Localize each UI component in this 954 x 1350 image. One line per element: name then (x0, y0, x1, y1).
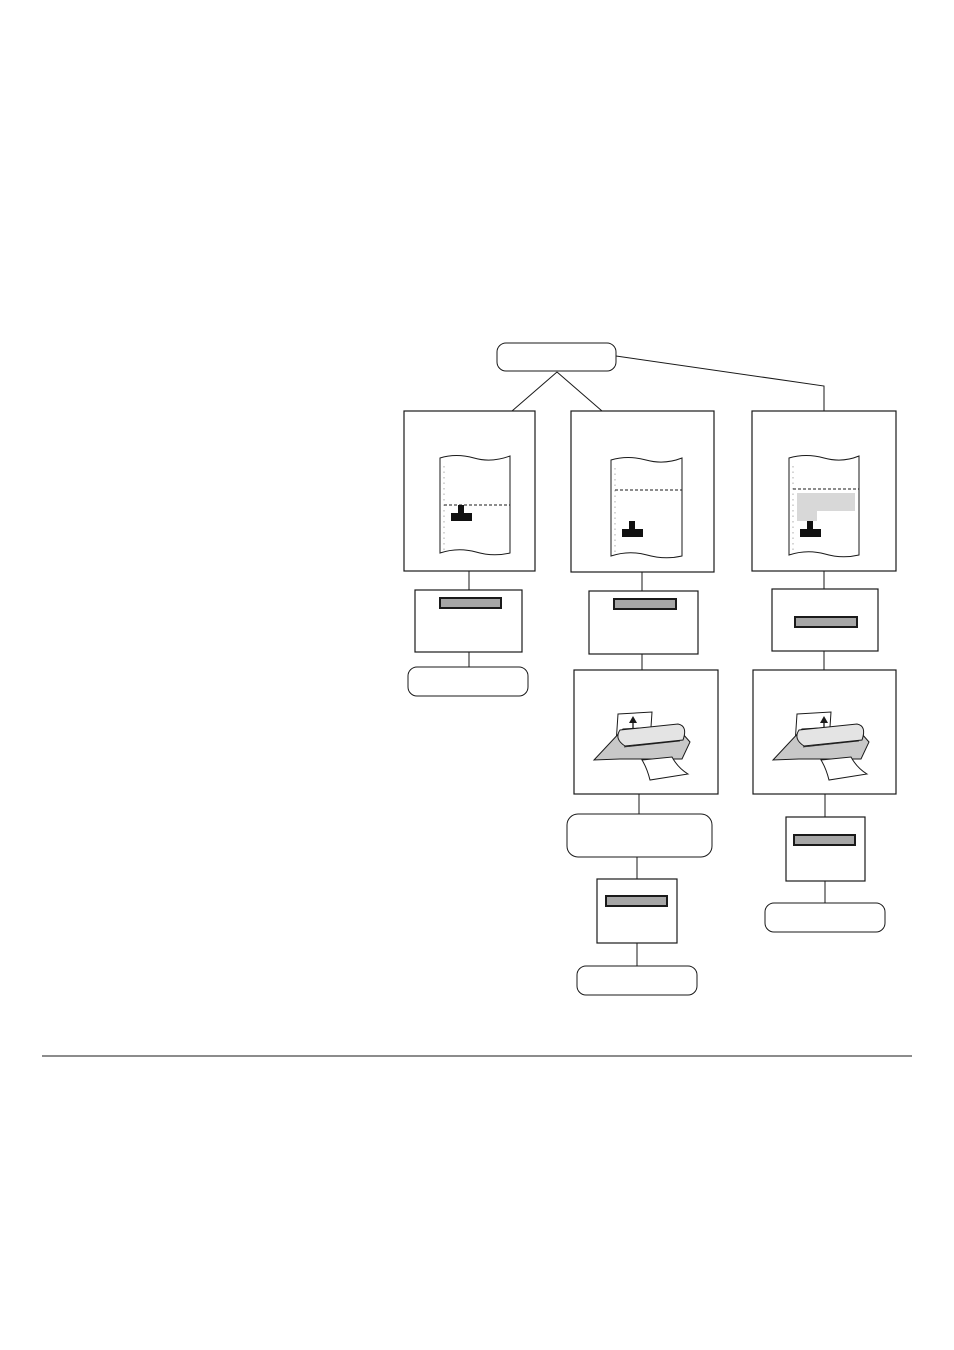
up-arrow-head-icon (820, 716, 828, 723)
print-head-base (800, 529, 821, 537)
display-panel-middle-1 (588, 590, 699, 655)
tear-off-illustration-right (752, 669, 897, 795)
lcd-display (793, 834, 856, 846)
paper-sheet (610, 457, 683, 559)
tear-off-illustration-middle (573, 669, 719, 795)
paper-out (641, 756, 690, 781)
branch-right (751, 410, 897, 933)
connector-start-right (615, 355, 825, 411)
display-panel-right-2 (785, 816, 866, 882)
lcd-display (605, 895, 668, 907)
end-node-box (764, 902, 886, 933)
print-head-stem (629, 521, 635, 530)
platen-roller (617, 723, 686, 747)
lcd-display (439, 597, 502, 609)
paper-illustration-left (403, 410, 536, 572)
paper-illustration-middle (570, 410, 715, 573)
print-head-base (622, 529, 643, 537)
print-head-base (451, 513, 472, 521)
end-node-middle (576, 965, 698, 996)
tear-bar (623, 740, 681, 748)
branch-middle (566, 410, 719, 996)
print-head-stem (458, 505, 464, 514)
display-panel-middle-2 (596, 878, 678, 944)
end-node-box (576, 965, 698, 996)
instruction-node-middle (566, 813, 713, 858)
connector-start-left (511, 371, 558, 412)
start-node (496, 342, 617, 372)
display-panel-left (414, 589, 523, 653)
display-frame (596, 878, 678, 944)
tear-off-frame (752, 669, 897, 795)
branch-left (403, 410, 536, 697)
connector-start-middle (556, 371, 603, 412)
display-frame (785, 816, 866, 882)
display-panel-right-1 (771, 588, 879, 652)
print-head-stem (807, 521, 813, 530)
instruction-box (566, 813, 713, 858)
lcd-display (613, 598, 677, 610)
end-node-left (407, 666, 529, 697)
platen-roller (796, 723, 865, 747)
highlighted-print-area (797, 493, 855, 521)
connectors (468, 355, 826, 966)
up-arrow-head-icon (629, 716, 637, 723)
tear-bar (802, 740, 860, 748)
start-node-box (496, 342, 617, 372)
end-node-right (764, 902, 886, 933)
end-node-box (407, 666, 529, 697)
lcd-display (794, 616, 858, 628)
paper-illustration-right (751, 410, 897, 572)
paper-out (820, 756, 869, 781)
